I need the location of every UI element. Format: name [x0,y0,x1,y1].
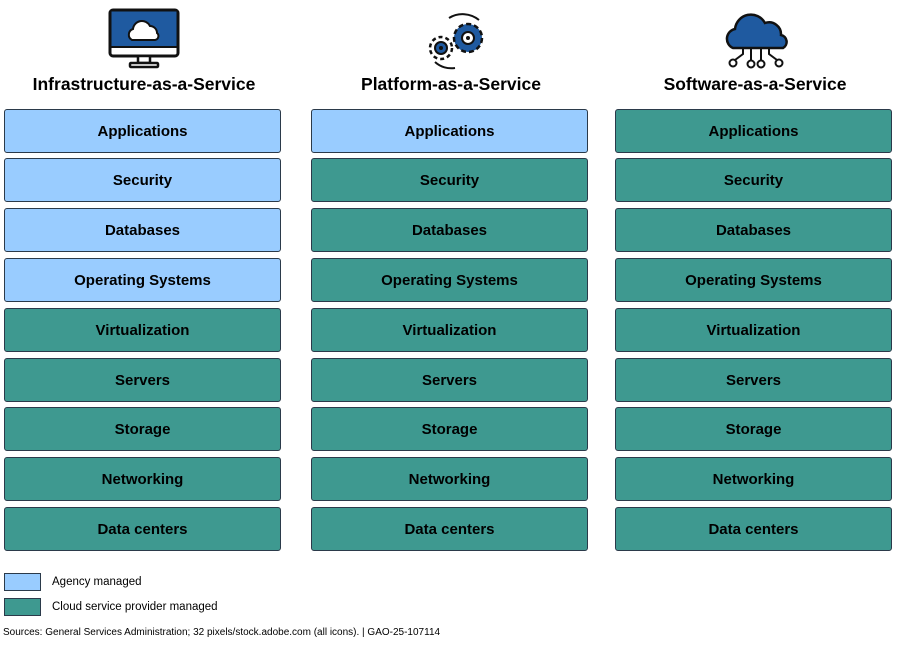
legend-swatch-provider [4,598,41,616]
legend-label-provider: Cloud service provider managed [52,601,218,613]
layer-servers: Servers [4,358,281,402]
source-note: Sources: General Services Administration… [3,627,441,638]
column-title: Software-as-a-Service [663,74,847,94]
layer-networking: Networking [615,457,892,501]
layer-data-centers: Data centers [311,507,588,551]
layer-databases: Databases [311,208,588,252]
column-title: Infrastructure-as-a-Service [32,74,256,94]
legend-label-agency: Agency managed [52,576,142,588]
layer-networking: Networking [311,457,588,501]
layer-virtualization: Virtualization [311,308,588,352]
layer-applications: Applications [4,109,281,153]
layer-operating-systems: Operating Systems [311,258,588,302]
layer-operating-systems: Operating Systems [615,258,892,302]
monitor-cloud-icon [108,8,180,69]
cloud-network-icon [725,13,788,69]
legend-swatch-agency [4,573,41,591]
layer-operating-systems: Operating Systems [4,258,281,302]
layer-servers: Servers [311,358,588,402]
layer-databases: Databases [615,208,892,252]
layer-security: Security [4,158,281,202]
layer-databases: Databases [4,208,281,252]
layer-storage: Storage [311,407,588,451]
gears-icon [428,13,484,70]
layer-security: Security [311,158,588,202]
layer-applications: Applications [615,109,892,153]
layer-storage: Storage [4,407,281,451]
layer-virtualization: Virtualization [615,308,892,352]
layer-applications: Applications [311,109,588,153]
layer-data-centers: Data centers [615,507,892,551]
layer-virtualization: Virtualization [4,308,281,352]
column-title: Platform-as-a-Service [361,74,541,94]
layer-networking: Networking [4,457,281,501]
layer-data-centers: Data centers [4,507,281,551]
layer-servers: Servers [615,358,892,402]
layer-storage: Storage [615,407,892,451]
layer-security: Security [615,158,892,202]
